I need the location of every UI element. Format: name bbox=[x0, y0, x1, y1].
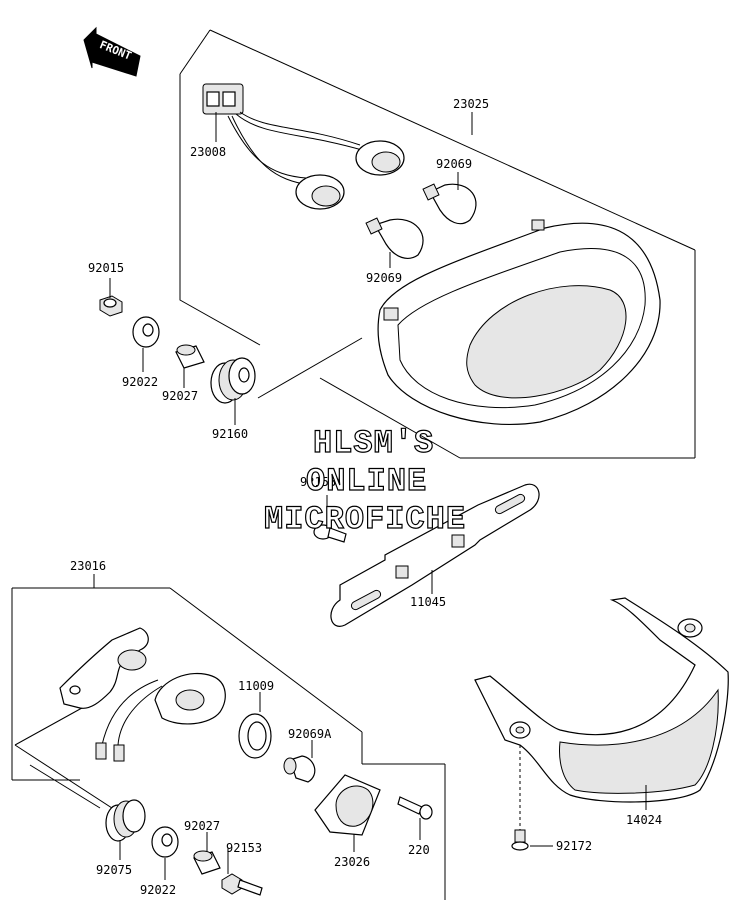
socket-harness-part bbox=[202, 83, 405, 210]
label-92153a: 92153A bbox=[300, 475, 344, 489]
label-92172: 92172 bbox=[556, 839, 592, 853]
tail-light-housing-part bbox=[377, 219, 661, 425]
watermark: HLSM'S ONLINE MICROFICHE bbox=[263, 424, 466, 538]
label-23026: 23026 bbox=[334, 855, 370, 869]
label-92022-lower: 92022 bbox=[140, 883, 176, 897]
label-92160: 92160 bbox=[212, 427, 248, 441]
screw-cover-part bbox=[511, 745, 529, 851]
bracket-part bbox=[330, 483, 540, 627]
bulb-upper-part bbox=[422, 183, 477, 225]
watermark-line-2: ONLINE bbox=[306, 463, 427, 500]
screw-lens-part bbox=[397, 796, 433, 820]
label-92075: 92075 bbox=[96, 863, 132, 877]
cover-part bbox=[474, 597, 729, 803]
label-92153: 92153 bbox=[226, 841, 262, 855]
bulb-license-part bbox=[283, 755, 316, 783]
gasket-part bbox=[238, 713, 272, 759]
washer-upper-part bbox=[132, 316, 160, 348]
label-220: 220 bbox=[408, 843, 430, 857]
label-11009: 11009 bbox=[238, 679, 274, 693]
label-11045: 11045 bbox=[410, 595, 446, 609]
leader-lines bbox=[93, 112, 647, 880]
license-light-bracket-part bbox=[59, 627, 149, 709]
screw-upper-part bbox=[313, 495, 347, 543]
collar-lower-part bbox=[193, 850, 221, 875]
label-14024: 14024 bbox=[626, 813, 662, 827]
watermark-line-3: MICROFICHE bbox=[264, 501, 466, 538]
license-light-socket-part bbox=[95, 672, 226, 762]
nut-part bbox=[99, 295, 123, 317]
grommet-upper-part bbox=[210, 357, 256, 404]
lens-part bbox=[314, 774, 381, 836]
bolt-lower-part bbox=[221, 873, 263, 896]
label-92015: 92015 bbox=[88, 261, 124, 275]
front-arrow-icon: FRONT bbox=[83, 26, 141, 77]
label-92069-lower: 92069 bbox=[366, 271, 402, 285]
label-92027-upper: 92027 bbox=[162, 389, 198, 403]
collar-upper-part bbox=[175, 344, 205, 369]
label-23008: 23008 bbox=[190, 145, 226, 159]
watermark-line-1: HLSM'S bbox=[313, 425, 434, 462]
tail-light-assembly-outline bbox=[179, 29, 696, 459]
bulb-lower-part bbox=[365, 217, 424, 259]
label-92069a: 92069A bbox=[288, 727, 332, 741]
label-23025: 23025 bbox=[453, 97, 489, 111]
label-92027-lower: 92027 bbox=[184, 819, 220, 833]
grommet-lower-part bbox=[105, 799, 146, 842]
label-92069-upper: 92069 bbox=[436, 157, 472, 171]
label-23016: 23016 bbox=[70, 559, 106, 573]
label-92022-upper: 92022 bbox=[122, 375, 158, 389]
washer-lower-part bbox=[151, 826, 179, 858]
